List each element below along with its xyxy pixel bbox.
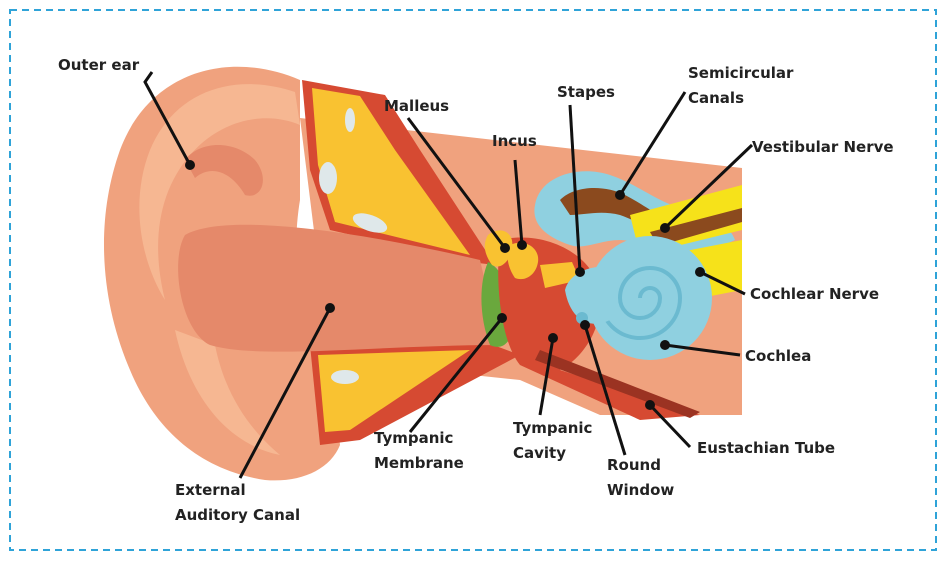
label-tympanic-membrane-1: Tympanic — [374, 429, 453, 447]
label-outer-ear: Outer ear — [58, 56, 140, 74]
dot-vestibular — [660, 223, 670, 233]
dot-cochlear — [695, 267, 705, 277]
dot-outer-ear — [185, 160, 195, 170]
dot-round-window — [580, 320, 590, 330]
dot-cochlea — [660, 340, 670, 350]
dot-malleus — [500, 243, 510, 253]
dot-tympanic-cavity — [548, 333, 558, 343]
dot-tympanic-membrane — [497, 313, 507, 323]
cartilage-spot — [319, 162, 337, 194]
label-tympanic-membrane-2: Membrane — [374, 454, 464, 472]
label-canal-2: Auditory Canal — [175, 506, 300, 524]
label-semicircular-2: Canals — [688, 89, 744, 107]
label-cochlea: Cochlea — [745, 347, 811, 365]
dot-eustachian — [645, 400, 655, 410]
label-malleus: Malleus — [384, 97, 449, 115]
label-tympanic-cavity-1: Tympanic — [513, 419, 592, 437]
label-round-window-2: Window — [607, 481, 674, 499]
label-eustachian-tube: Eustachian Tube — [697, 439, 835, 457]
dot-stapes — [575, 267, 585, 277]
label-vestibular-nerve: Vestibular Nerve — [752, 138, 894, 156]
dot-incus — [517, 240, 527, 250]
dot-semicircular — [615, 190, 625, 200]
label-tympanic-cavity-2: Cavity — [513, 444, 566, 462]
label-cochlear-nerve: Cochlear Nerve — [750, 285, 879, 303]
label-incus: Incus — [492, 132, 537, 150]
cartilage-spot — [345, 108, 355, 132]
dot-canal — [325, 303, 335, 313]
cartilage-spot — [331, 370, 359, 384]
label-canal-1: External — [175, 481, 246, 499]
label-round-window-1: Round — [607, 456, 661, 474]
label-stapes: Stapes — [557, 83, 615, 101]
label-semicircular-1: Semicircular — [688, 64, 794, 82]
